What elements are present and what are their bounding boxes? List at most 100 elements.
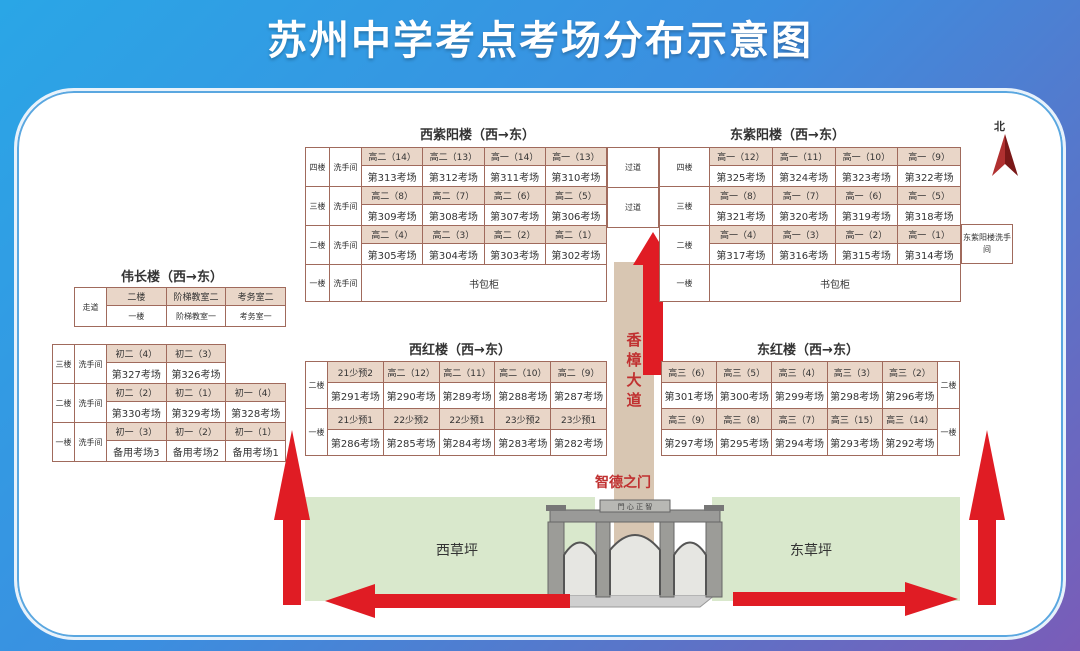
class-cell: 高一（5）: [897, 186, 961, 205]
class-cell: 高一（7）: [771, 186, 836, 205]
class-cell: 初二（2）: [106, 383, 167, 402]
room-cell: 第312考场: [422, 165, 485, 187]
room-cell: 第303考场: [483, 243, 546, 265]
room-cell: 第283考场: [494, 429, 552, 456]
xiziyang-title: 西紫阳楼（西→东）: [420, 128, 535, 143]
east-lawn-label: 东草坪: [790, 543, 832, 559]
room-cell: 第298考场: [826, 382, 883, 409]
room-cell: 第328考场: [225, 401, 286, 423]
washroom-label: 洗手间: [74, 344, 107, 384]
class-cell: 高二（11）: [438, 361, 496, 383]
washroom-label: 洗手间: [329, 186, 362, 226]
class-cell: 高一（2）: [834, 225, 899, 244]
class-cell: 阶梯教室二: [165, 287, 227, 306]
room-cell: 第309考场: [360, 204, 424, 226]
room-cell: 第314考场: [897, 243, 961, 265]
corridor-table: 过道 过道: [607, 147, 659, 228]
class-cell: 高一（6）: [834, 186, 899, 205]
class-cell: 高三（14）: [881, 408, 939, 430]
class-cell: 高一（13）: [544, 147, 608, 166]
washroom-label: 洗手间: [74, 383, 107, 423]
arrow-west-left: [325, 584, 570, 618]
class-cell: 高二（3）: [422, 225, 485, 244]
room-cell: 第284考场: [438, 429, 496, 456]
svg-text:門 心 正 智: 門 心 正 智: [618, 502, 653, 511]
class-cell: 高一（11）: [771, 147, 836, 166]
room-cell: 第300考场: [716, 382, 773, 409]
floor-label: 三楼: [52, 344, 75, 384]
room-cell: 第315考场: [834, 243, 899, 265]
class-cell: 高二（6）: [483, 186, 546, 205]
weichang-title: 伟长楼（西→东）: [121, 270, 223, 285]
room-cell: 考务室一: [225, 305, 286, 327]
washroom-label: 洗手间: [329, 225, 362, 265]
class-cell: 22少预1: [438, 408, 496, 430]
dongziyang-title: 东紫阳楼（西→东）: [730, 128, 845, 143]
class-cell: 高一（8）: [709, 186, 773, 205]
floor-label: 三楼: [305, 186, 330, 226]
class-cell: 高三（4）: [771, 361, 828, 383]
arrow-east-right: [733, 582, 958, 616]
room-cell: 备用考场3: [106, 440, 167, 462]
floor-label: 二楼: [305, 361, 328, 409]
class-cell: 高二（9）: [550, 361, 607, 383]
room-cell: 第286考场: [327, 429, 384, 456]
floor-label: 一楼: [52, 422, 75, 462]
room-cell: 第319考场: [834, 204, 899, 226]
room-cell: 第291考场: [327, 382, 384, 409]
room-cell: 第324考场: [771, 165, 836, 187]
class-cell: 高一（1）: [897, 225, 961, 244]
room-cell: 第326考场: [165, 362, 227, 384]
washroom-label: 洗手间: [329, 264, 362, 302]
weichang-top-table: 走道 二楼 阶梯教室二 考务室二 一楼 阶梯教室一 考务室一: [74, 287, 286, 327]
arrow-west-up: [274, 430, 310, 605]
room-cell: 第321考场: [709, 204, 773, 226]
class-cell: 高一（3）: [771, 225, 836, 244]
dongziyang-washroom: 东紫阳楼洗手间: [961, 224, 1013, 264]
washroom-label: 东紫阳楼洗手间: [961, 224, 1013, 264]
class-cell: 22少预2: [382, 408, 440, 430]
class-cell: 高二（8）: [360, 186, 424, 205]
class-cell: 高三（2）: [881, 361, 939, 383]
class-cell: 高二（1）: [544, 225, 608, 244]
class-cell: 高二（12）: [382, 361, 440, 383]
corridor-label: 走道: [74, 287, 107, 327]
compass-icon: [992, 134, 1018, 176]
room-cell: 第313考场: [360, 165, 424, 187]
class-cell: 23少预1: [550, 408, 607, 430]
class-cell: 初一（2）: [165, 422, 227, 441]
gate-label: 智德之门: [595, 475, 651, 491]
class-cell: 初一（4）: [225, 383, 286, 402]
room-cell: 第308考场: [422, 204, 485, 226]
north-label: 北: [994, 120, 1005, 133]
class-cell: 高二（14）: [360, 147, 424, 166]
room-cell: 第293考场: [826, 429, 883, 456]
class-cell: 二楼: [106, 287, 167, 306]
class-cell: 初一（3）: [106, 422, 167, 441]
class-cell: 高三（15）: [826, 408, 883, 430]
floor-label: 二楼: [52, 383, 75, 423]
room-cell: 第310考场: [544, 165, 608, 187]
room-cell: 第294考场: [771, 429, 828, 456]
class-cell: 高二（13）: [422, 147, 485, 166]
floor-label: 二楼: [305, 225, 330, 265]
room-cell: 第290考场: [382, 382, 440, 409]
class-cell: 21少预2: [327, 361, 384, 383]
room-cell: 第295考场: [716, 429, 773, 456]
class-cell: 21少预1: [327, 408, 384, 430]
class-cell: 高三（9）: [660, 408, 718, 430]
floor-label: 一楼: [305, 408, 328, 456]
room-cell: 第305考场: [360, 243, 424, 265]
room-cell: 第317考场: [709, 243, 773, 265]
room-cell: 第287考场: [550, 382, 607, 409]
room-cell: 第304考场: [422, 243, 485, 265]
room-cell: 第282考场: [550, 429, 607, 456]
room-cell: 第296考场: [881, 382, 939, 409]
class-cell: 高一（9）: [897, 147, 961, 166]
page-title: 苏州中学考点考场分布示意图: [267, 18, 813, 64]
washroom-label: 洗手间: [74, 422, 107, 462]
class-cell: 初二（4）: [106, 344, 167, 363]
weichang-table: 三楼 洗手间 初二（4） 初二（3） 第327考场 第326考场 二楼 洗手间 …: [52, 344, 286, 462]
room-cell: 第292考场: [881, 429, 939, 456]
